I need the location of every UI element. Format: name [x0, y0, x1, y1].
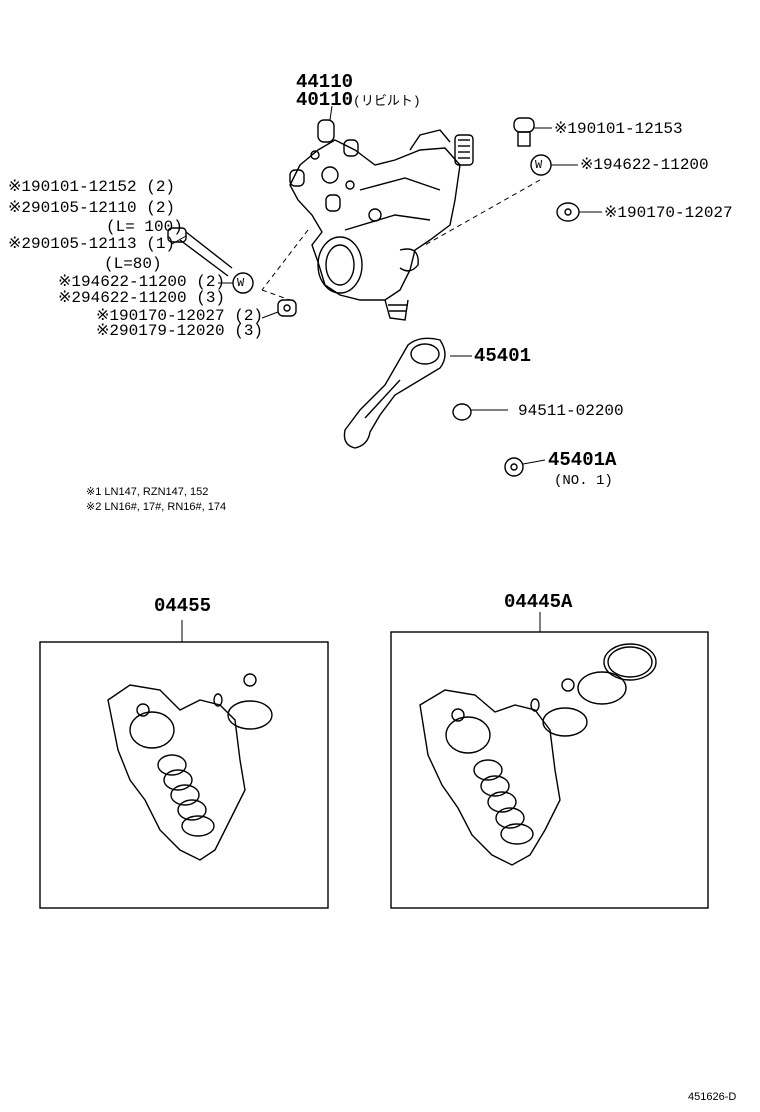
- callout-lines: [171, 105, 602, 465]
- callout-bolt3-length: (L=80): [104, 255, 162, 273]
- callout-nut2: ※290179-12020 (3): [96, 322, 264, 340]
- steering-gear-housing[interactable]: [289, 119, 474, 321]
- kit-right-label: 04445A: [504, 591, 573, 613]
- callout-nut-right: ※190170-12027: [604, 204, 733, 222]
- pitman-nut[interactable]: [504, 457, 524, 477]
- nut-right[interactable]: [556, 202, 580, 222]
- callout-washer1: ※194622-11200 (2): [58, 273, 226, 291]
- callout-pitman-arm: 45401: [474, 345, 532, 367]
- callout-washer2: ※294622-11200 (3): [58, 289, 226, 307]
- kit-box-left[interactable]: [39, 620, 329, 909]
- washer-symbol-left: W: [237, 276, 245, 290]
- callout-nut1: ※190170-12027 (2): [96, 307, 264, 325]
- callout-pitman-washer: 94511-02200: [518, 402, 624, 420]
- kit-left-label: 04455: [154, 595, 212, 617]
- drawing-reference: 451626-D: [688, 1091, 737, 1103]
- callout-pitman-nut-note: (NO. 1): [554, 473, 613, 489]
- note-2: ※2 LN16#, 17#, RN16#, 174: [86, 501, 227, 513]
- callout-washer-right: ※194622-11200: [580, 156, 709, 174]
- pitman-arm[interactable]: [343, 337, 446, 449]
- rebuilt-part-no: 40110: [296, 89, 354, 111]
- callout-bolt3: ※290105-12113 (1): [8, 235, 176, 253]
- callout-bolt1: ※190101-12152 (2): [8, 178, 176, 196]
- callout-bolt2: ※290105-12110 (2): [8, 199, 176, 217]
- kit-box-right[interactable]: [390, 612, 709, 909]
- pitman-washer[interactable]: [452, 403, 472, 421]
- bolt-top-right[interactable]: [513, 117, 535, 147]
- dashed-leader-lines: [261, 179, 541, 301]
- nut-left[interactable]: [277, 299, 297, 317]
- callout-bolt2-length: (L= 100): [106, 218, 183, 236]
- bolt-left[interactable]: [167, 227, 233, 277]
- washer-symbol-right: W: [535, 158, 543, 172]
- note-1: ※1 LN147, RZN147, 152: [86, 486, 209, 498]
- callout-pitman-nut: 45401A: [548, 449, 617, 471]
- rebuilt-part-number: 40110(リビルト): [296, 90, 421, 112]
- main-part-number: 44110: [296, 71, 354, 93]
- callout-bolt-top-right: ※190101-12153: [554, 120, 683, 138]
- rebuilt-suffix: (リビルト): [353, 94, 421, 109]
